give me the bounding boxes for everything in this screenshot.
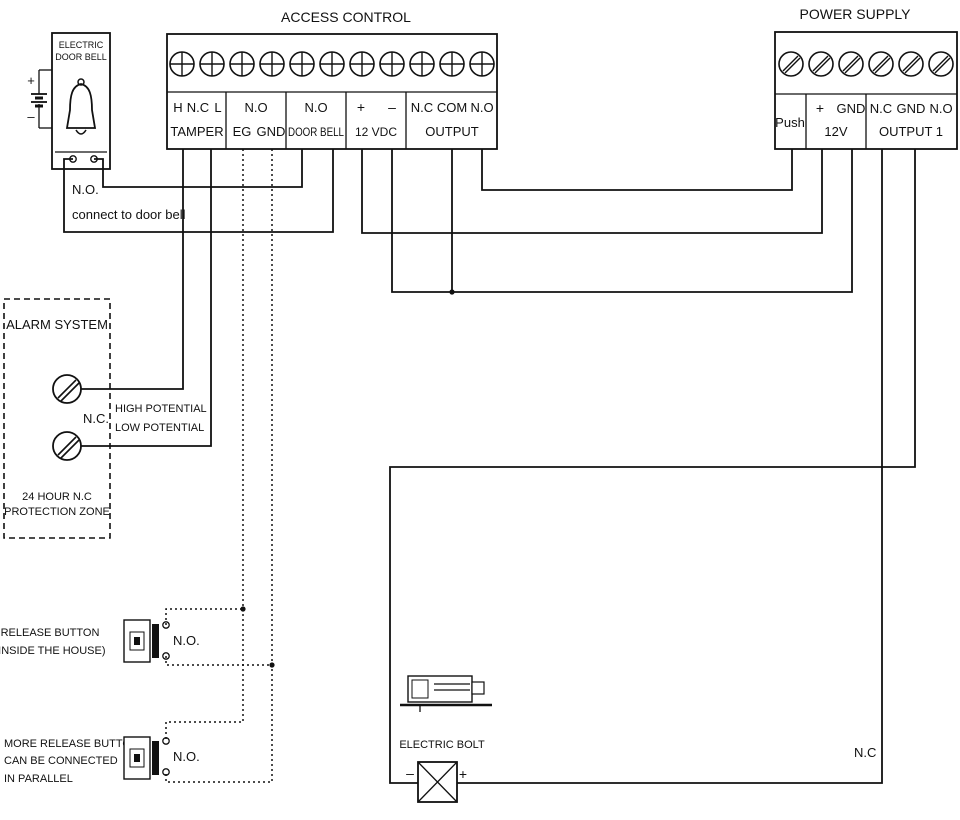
electric-bolt: ELECTRIC BOLT – + N.C: [399, 675, 876, 803]
bolt-coil-symbol: [417, 761, 458, 803]
output-nc: N.C: [411, 100, 433, 115]
crosshead-screw-icon: [469, 51, 495, 77]
electric-bolt-label: ELECTRIC BOLT: [399, 739, 485, 751]
slotted-screw-icon: [808, 51, 834, 77]
doorbell-connect-label: connect to door bell: [72, 207, 186, 222]
slotted-screw-icon: [838, 51, 864, 77]
power-supply-screws: [778, 51, 954, 77]
ps-12v-plus: +: [816, 100, 824, 116]
output-no: N.O: [470, 100, 493, 115]
more-release-line2: CAN BE CONNECTED: [4, 755, 118, 767]
tamper-label: TAMPER: [170, 124, 223, 139]
crosshead-screw-icon: [169, 51, 195, 77]
more-release-buttons: MORE RELEASE BUTTONS CAN BE CONNECTED IN…: [4, 736, 200, 785]
more-release-line3: IN PARALLEL: [4, 773, 73, 785]
battery-plus: +: [27, 73, 35, 88]
doorbell-no-label: N.O: [304, 100, 327, 115]
bolt-nc-label: N.C: [854, 745, 876, 760]
crosshead-screw-icon: [379, 51, 405, 77]
alarm-low-potential: LOW POTENTIAL: [115, 422, 204, 434]
release-button-no: N.O.: [173, 633, 200, 648]
ps-output1-label: OUTPUT 1: [879, 124, 943, 139]
eg-gnd-no-label: N.O: [244, 100, 267, 115]
doorbell-title-line1: ELECTRIC: [59, 40, 104, 50]
alarm-nc-label: N.C.: [83, 411, 109, 426]
release-button-line2: (INSIDE THE HOUSE): [0, 645, 106, 657]
more-release-line1: MORE RELEASE BUTTONS: [4, 738, 146, 750]
output-label: OUTPUT: [425, 124, 479, 139]
ps-output1-no: N.O: [929, 101, 952, 116]
crosshead-screw-icon: [259, 51, 285, 77]
alarm-system: ALARM SYSTEM N.C. HIGH POTENTIAL LOW POT…: [3, 298, 207, 539]
crosshead-screw-icon: [319, 51, 345, 77]
crosshead-screw-icon: [199, 51, 225, 77]
bolt-minus: –: [406, 765, 414, 781]
doorbell-terminal-label: DOOR BELL: [288, 125, 344, 139]
alarm-title: ALARM SYSTEM: [6, 317, 108, 332]
alarm-zone-line1: 24 HOUR N.C: [22, 491, 92, 503]
crosshead-screw-icon: [229, 51, 255, 77]
access-control-title: ACCESS CONTROL: [281, 9, 411, 25]
ps-12v-gnd: GND: [837, 101, 866, 116]
release-button: RELEASE BUTTON (INSIDE THE HOUSE) N.O.: [0, 619, 200, 663]
battery-minus: –: [27, 109, 35, 124]
vdc-label: 12 VDC: [355, 125, 397, 139]
slotted-screw-icon: [898, 51, 924, 77]
tamper-pin-l: L: [214, 100, 221, 115]
slotted-screw-icon: [928, 51, 954, 77]
battery-icon: [31, 69, 52, 129]
ps-output1-nc: N.C: [870, 101, 892, 116]
access-control-screws: [169, 51, 495, 77]
power-supply-title: POWER SUPPLY: [800, 6, 912, 22]
crosshead-screw-icon: [349, 51, 375, 77]
alarm-zone-line2: PROTECTION ZONE: [4, 506, 110, 518]
tamper-pin-h: H: [173, 100, 182, 115]
vdc-plus: +: [357, 99, 365, 115]
release-button-icon: [123, 619, 170, 663]
alarm-terminal-high-screw: [52, 374, 82, 404]
output-com: COM: [437, 100, 467, 115]
more-release-button-icon: [123, 736, 170, 780]
alarm-terminal-low-screw: [52, 431, 82, 461]
crosshead-screw-icon: [289, 51, 315, 77]
wires: [63, 149, 916, 784]
doorbell-no-wire-label: N.O.: [72, 182, 99, 197]
ps-12v-label: 12V: [824, 124, 847, 139]
push-label: Push: [775, 115, 805, 130]
crosshead-screw-icon: [439, 51, 465, 77]
ps-output1-gnd: GND: [897, 101, 926, 116]
electric-bolt-icon: [400, 675, 492, 712]
power-supply-block: POWER SUPPLY Push + GND 12V N.C GND N.O …: [774, 6, 958, 150]
bell-icon: [65, 78, 97, 135]
slotted-screw-icon: [868, 51, 894, 77]
gnd-pin: GND: [257, 124, 286, 139]
crosshead-screw-icon: [409, 51, 435, 77]
slotted-screw-icon: [778, 51, 804, 77]
doorbell-title-line2: DOOR BELL: [55, 52, 107, 62]
electric-doorbell: ELECTRIC DOOR BELL + – N.O. connect to d…: [27, 32, 186, 222]
more-release-no: N.O.: [173, 749, 200, 764]
release-button-line1: RELEASE BUTTON: [1, 627, 100, 639]
alarm-high-potential: HIGH POTENTIAL: [115, 403, 207, 415]
bolt-plus: +: [459, 766, 467, 782]
vdc-minus: –: [388, 99, 396, 115]
access-control-block: ACCESS CONTROL H N.C L TAMPER N.O EG GND…: [166, 9, 498, 150]
eg-pin: EG: [233, 124, 252, 139]
tamper-pin-nc: N.C: [187, 100, 209, 115]
